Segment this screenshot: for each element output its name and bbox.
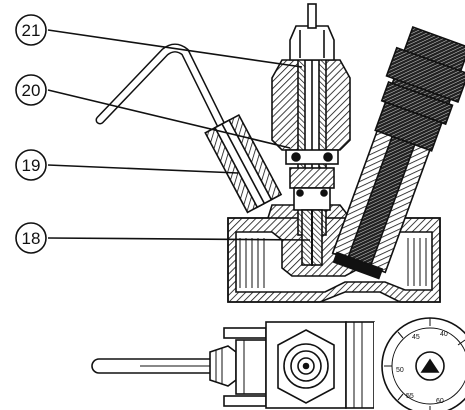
callout-19: 19 [15,149,47,181]
spindle-bonnet [271,3,351,266]
callout-20-label: 20 [22,81,41,100]
outlet-thread [407,238,427,286]
callout-20: 20 [15,74,47,106]
callout-18: 18 [15,222,47,254]
inlet-thread [239,238,265,288]
dial-label-40: 40 [440,331,448,338]
dial-label-60: 60 [436,398,444,405]
callout-21-label: 21 [22,21,41,40]
callout-leaders [47,29,311,241]
callout-19-label: 19 [22,156,41,175]
actuator-cartridge [331,25,465,280]
dial-label-50: 50 [396,367,404,374]
valve-section-drawing [95,3,465,303]
callout-21: 21 [15,14,47,46]
callout-18-label: 18 [22,229,41,248]
dial-label-55: 55 [406,393,414,400]
valve-top-view-drawing [91,317,465,410]
dial-label-45: 45 [412,334,420,341]
measuring-nipple [204,113,283,214]
